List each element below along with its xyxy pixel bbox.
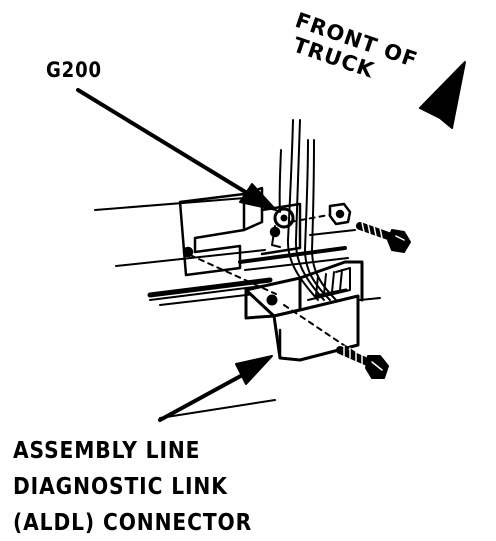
wire-harness: [278, 119, 337, 301]
connector-label-line1: ASSEMBLY LINE: [13, 438, 201, 464]
connector-label-line2: DIAGNOSTIC LINK: [13, 474, 228, 500]
connector-label: ASSEMBLY LINE DIAGNOSTIC LINK (ALDL) CON…: [13, 433, 252, 541]
connector-leader-arrow: [158, 355, 273, 422]
lower-bolt: [336, 345, 389, 379]
connector-label-line3: (ALDL) CONNECTOR: [13, 510, 253, 536]
alignment-dashes: [189, 211, 361, 357]
g200-leader-arrow: [76, 88, 277, 211]
ground-eyelet: [271, 207, 295, 248]
ground-label: G200: [46, 58, 102, 82]
upper-bolt: [356, 221, 411, 253]
retaining-nut: [328, 202, 352, 226]
front-direction-arrow: [419, 61, 466, 129]
